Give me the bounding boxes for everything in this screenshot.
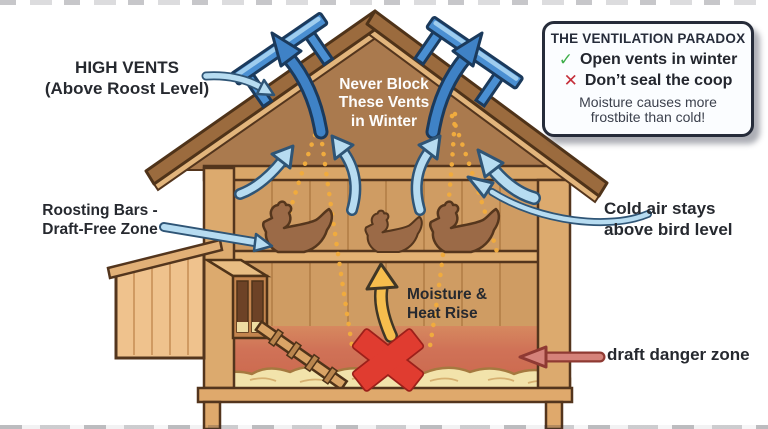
blocked-x-icon: [351, 328, 425, 392]
high-vents-line1: HIGH VENTS: [75, 58, 179, 77]
airflow-arrows: [159, 71, 652, 253]
paradox-item-open-vents: ✓ Open vents in winter: [549, 49, 747, 70]
cold-air-label: Cold air stays above bird level: [604, 199, 733, 239]
cold-air-pointer-arrow: [466, 175, 652, 227]
paradox-item-text: Open vents in winter: [579, 50, 738, 68]
hen-right: [428, 200, 501, 254]
airflow-arrow-right-center: [410, 134, 442, 216]
paradox-title: THE VENTILATION PARADOX: [550, 31, 746, 46]
hen-left: [261, 200, 334, 254]
high-vents-line2: (Above Roost Level): [44, 78, 210, 98]
vent-exhaust-arrow-left: [270, 31, 329, 140]
never-block-label: Never Block These Vents in Winter: [338, 76, 430, 130]
airflow-arrow-left-center: [330, 134, 362, 216]
high-vents-label: HIGH VENTS (Above Roost Level): [16, 58, 238, 99]
airflow-arrow-right-eave: [476, 148, 541, 205]
airflow-arrow-left-eave: [234, 144, 295, 200]
paradox-item-dont-seal: ✕ Don’t seal the coop: [549, 70, 747, 91]
hens: [261, 200, 501, 254]
check-icon: ✓: [558, 50, 573, 69]
moisture-heat-label: Moisture & Heat Rise: [407, 286, 488, 322]
right-leg: [544, 400, 564, 429]
high-vents-pointer-arrow: [201, 71, 276, 97]
left-leg: [202, 400, 222, 429]
paradox-note: Moisture causes more frostbite than cold…: [579, 93, 717, 126]
moisture-heat-arrow: [365, 262, 399, 343]
left-wall-post: [202, 166, 236, 390]
roosting-bars-pointer-arrow: [159, 222, 274, 253]
ventilation-paradox-box: THE VENTILATION PARADOX ✓ Open vents in …: [542, 21, 754, 137]
draft-danger-label: draft danger zone: [607, 345, 750, 364]
floor-board: [196, 386, 574, 404]
moisture-dotted-paths: [275, 111, 500, 349]
roosting-bars-label: Roosting Bars - Draft-Free Zone: [42, 202, 158, 238]
hen-middle: [364, 209, 423, 254]
cross-icon: ✕: [563, 71, 578, 91]
draft-danger-pointer-arrow: [518, 345, 606, 369]
nest-box-leanto: [106, 238, 224, 360]
ramp: [254, 319, 349, 392]
paradox-item-text: Don’t seal the coop: [584, 71, 733, 89]
vent-exhaust-arrow-right: [425, 31, 484, 140]
